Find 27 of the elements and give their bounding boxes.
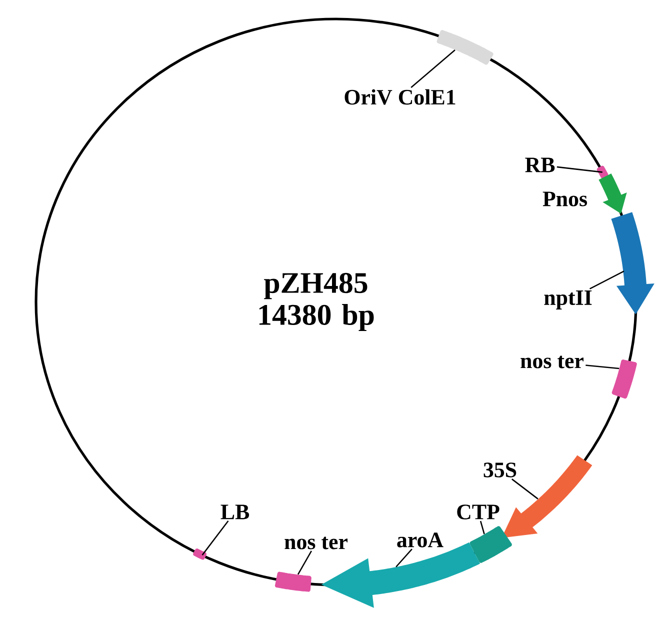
leader-line	[410, 50, 456, 88]
feature-label: Pnos	[542, 192, 587, 206]
leader-line	[480, 520, 485, 534]
feature-label: nos ter	[284, 536, 348, 550]
leader-line	[396, 548, 412, 568]
feature-box	[274, 572, 312, 592]
leader-line	[586, 364, 620, 370]
feature-box	[436, 30, 494, 66]
feature-label: aroA	[397, 532, 444, 548]
feature-label: LB	[220, 504, 250, 520]
feature-label: CTP	[457, 504, 500, 520]
feature-label: 35S	[484, 462, 516, 478]
feature-label: nos ter	[520, 356, 584, 368]
gene-segment	[598, 174, 627, 214]
border-mark	[193, 548, 206, 560]
leader-line	[297, 550, 312, 575]
feature-label: nptII	[544, 290, 592, 310]
leader-line	[202, 520, 229, 556]
feature-label: RB	[525, 158, 555, 172]
feature-label: OriV ColE1	[344, 89, 456, 105]
gene-segment	[611, 212, 654, 314]
leader-line	[511, 478, 538, 500]
leader-line	[556, 166, 602, 173]
feature-box	[611, 360, 638, 399]
feature-box	[469, 526, 512, 564]
leader-line	[589, 270, 624, 290]
plasmid-name: pZH485 14380 bp	[259, 272, 374, 332]
